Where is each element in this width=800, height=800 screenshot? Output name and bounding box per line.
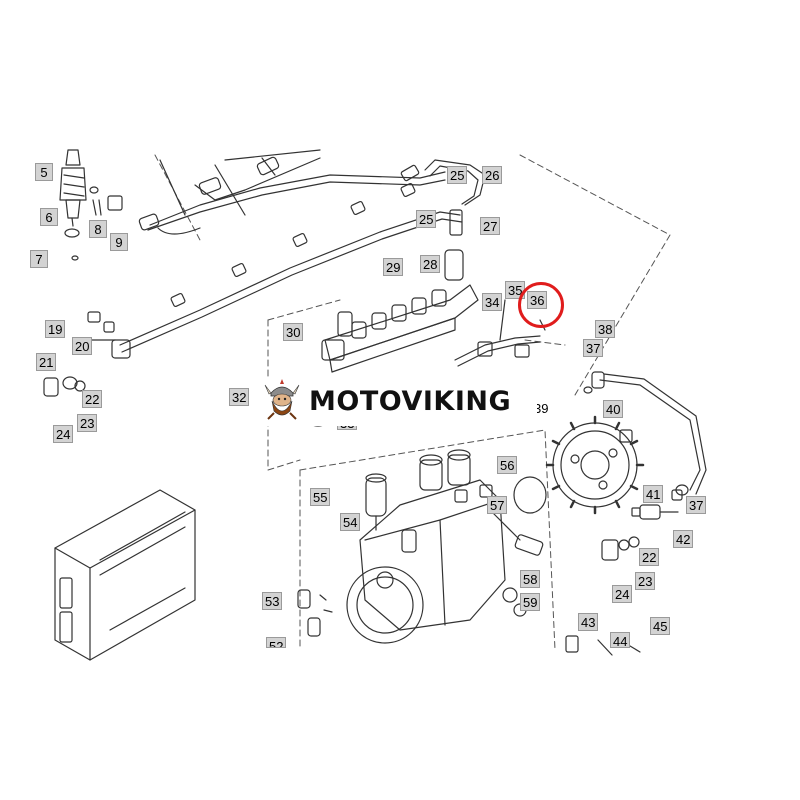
drive-gear [545, 415, 645, 515]
callout-29: 29 [383, 258, 404, 276]
callout-37-top: 37 [583, 339, 604, 357]
callout-40: 40 [603, 400, 624, 418]
fuel-pump-drawing [297, 449, 547, 644]
callout-8: 8 [89, 220, 107, 238]
sensor-harness [454, 299, 546, 367]
callout-39: 39 [534, 401, 549, 416]
callout-30: 30 [283, 323, 304, 341]
viking-logo-icon [264, 379, 300, 420]
highlight-circle [518, 282, 564, 328]
callout-43: 43 [578, 613, 599, 631]
high-pressure-line [43, 182, 463, 397]
callout-24-left: 24 [53, 425, 74, 443]
callout-7: 7 [30, 250, 48, 268]
callout-22-right: 22 [639, 548, 660, 566]
callout-26: 26 [482, 166, 503, 184]
callout-38: 38 [595, 320, 616, 338]
callout-6: 6 [40, 208, 58, 226]
callout-44: 44 [610, 632, 631, 648]
callout-5: 5 [35, 163, 53, 181]
fuel-lines-upper [138, 149, 501, 235]
callout-20: 20 [72, 337, 93, 355]
callout-34: 34 [482, 293, 503, 311]
callout-53: 53 [262, 592, 283, 610]
brand-text: MOTOVIKING [309, 386, 512, 417]
callout-24-right: 24 [612, 585, 633, 603]
callout-57: 57 [487, 496, 508, 514]
callout-28: 28 [420, 255, 441, 273]
callout-54: 54 [340, 513, 361, 531]
callout-32: 32 [229, 388, 250, 406]
callout-52: 52 [266, 637, 287, 648]
ecu-drawing [54, 489, 196, 661]
callout-9: 9 [110, 233, 128, 251]
callout-42: 42 [673, 530, 694, 548]
callout-59: 59 [520, 593, 541, 611]
callout-22-left: 22 [82, 390, 103, 408]
callout-55: 55 [310, 488, 331, 506]
injector-drawing [59, 149, 123, 261]
callout-45: 45 [650, 617, 671, 635]
callout-25-top: 25 [447, 166, 468, 184]
callout-23-left: 23 [77, 414, 98, 432]
callout-27: 27 [480, 217, 501, 235]
dashed-outline-right [519, 154, 671, 396]
callout-19: 19 [45, 320, 66, 338]
callout-37-right: 37 [686, 496, 707, 514]
callout-25-mid: 25 [416, 210, 437, 228]
callout-21: 21 [36, 353, 57, 371]
gear-nut [619, 429, 633, 443]
callout-23-right: 23 [635, 572, 656, 590]
callout-58: 58 [520, 570, 541, 588]
brand-watermark: MOTOVIKING [262, 377, 537, 426]
callout-41: 41 [643, 485, 664, 503]
callout-56: 56 [497, 456, 518, 474]
